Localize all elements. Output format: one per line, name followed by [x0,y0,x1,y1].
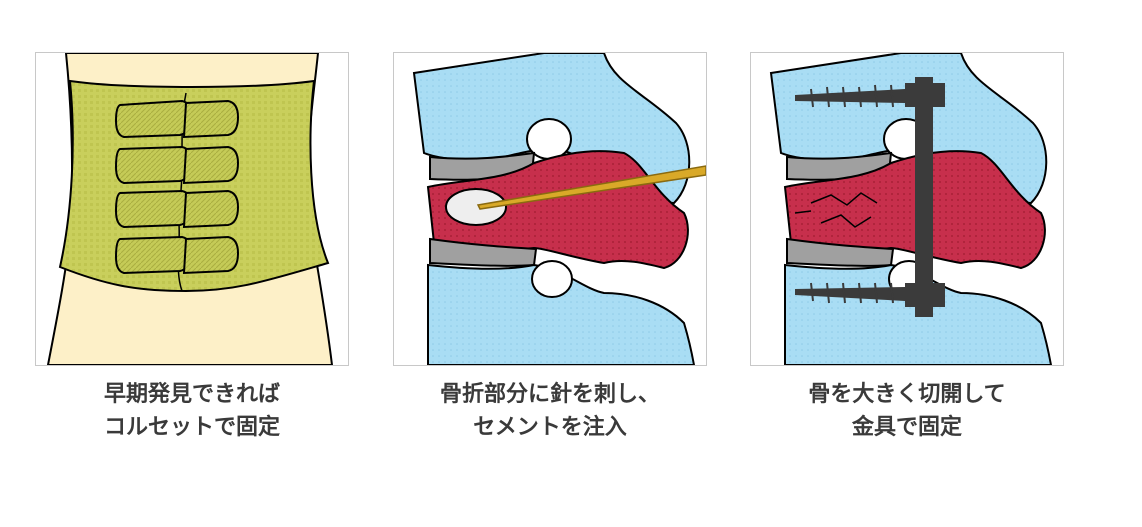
caption-line: 早期発見できれば [103,382,280,407]
cement-injection-illustration [412,53,706,365]
cement-blob [445,188,507,226]
caption-line: 金具で固定 [851,415,962,440]
caption-line: 骨を大きく切開して [808,382,1006,407]
fixation-hardware [795,77,945,317]
corset-illustration [46,53,334,365]
lower-screw [795,282,905,304]
upper-screw [795,84,905,108]
caption-cement-injection: 骨折部分に針を刺し、 セメントを注入 [393,378,707,444]
caption-line: コルセットで固定 [103,415,280,440]
hardware-fixation-illustration-panel [750,52,1064,366]
caption-line: セメントを注入 [473,415,627,440]
caption-hardware-fixation: 骨を大きく切開して 金具で固定 [750,378,1064,444]
corset-illustration-panel [35,52,349,366]
fixation-rod [915,77,933,317]
cement-injection-illustration-panel [393,52,707,366]
caption-corset: 早期発見できれば コルセットで固定 [35,378,349,444]
corset-straps [114,99,240,275]
hardware-fixation-illustration [769,53,1053,365]
caption-line: 骨折部分に針を刺し、 [439,382,660,407]
injection-needle [476,165,706,210]
lower-vertebra [427,263,696,365]
